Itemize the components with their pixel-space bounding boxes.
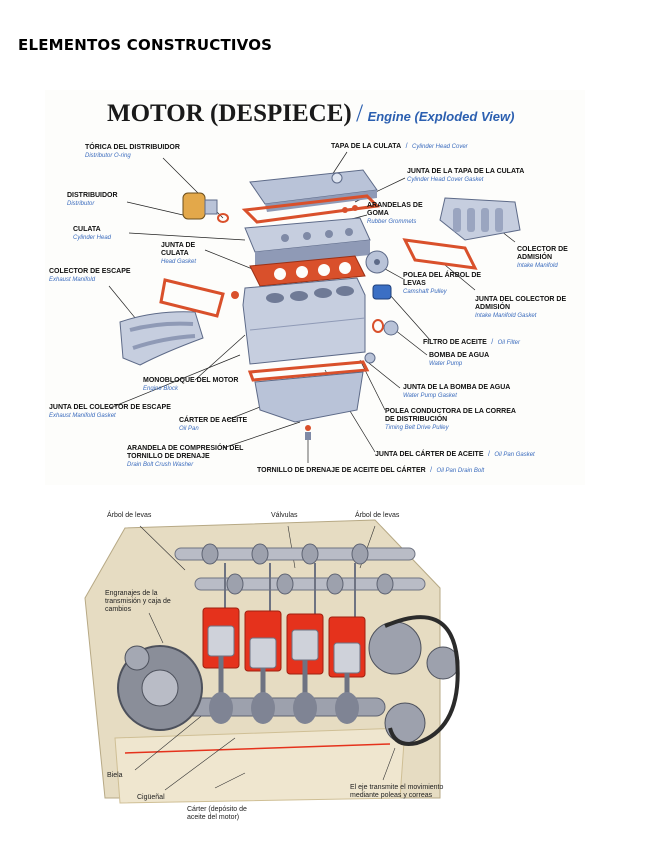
label-oil-pan: CÁRTER DE ACEITE Oil Pan — [179, 417, 248, 432]
label-distributor-oring: TÓRICA DEL DISTRIBUIDOR Distributor O-ri… — [85, 144, 180, 159]
label-intake-manifold-gasket: JUNTA DEL COLECTOR DE ADMISIÓN Intake Ma… — [475, 296, 567, 319]
title-en: Engine (Exploded View) — [367, 109, 515, 124]
label-connecting-rod: Biela — [107, 772, 123, 779]
label-head-cover-gasket: JUNTA DE LA TAPA DE LA CULATA Cylinder H… — [407, 168, 525, 183]
exploded-view-figure: MOTOR (DESPIECE) / Engine (Exploded View… — [45, 90, 585, 485]
title-es: MOTOR (DESPIECE) — [107, 100, 352, 127]
label-exhaust-manifold-gasket: JUNTA DEL COLECTOR DE ESCAPE Exhaust Man… — [49, 404, 171, 419]
label-camshaft-pulley: POLEA DEL ÁRBOL DE LEVAS Camshaft Pulley — [403, 272, 482, 295]
cutaway-engine-illustration — [84, 519, 460, 804]
page-heading: ELEMENTOS CONSTRUCTIVOS — [18, 36, 273, 54]
label-timing-belt-pulley: POLEA CONDUCTORA DE LA CORREA DE DISTRIB… — [385, 408, 516, 431]
label-intake-manifold: COLECTOR DE ADMISIÓN Intake Manifold — [517, 246, 568, 269]
label-camshaft-left: Árbol de levas — [107, 512, 152, 519]
label-cylinder-head-cover: TAPA DE LA CULATA / Cylinder Head Cover — [331, 143, 468, 150]
label-crankshaft: Cigüeñal — [137, 794, 165, 801]
exploded-view-title: MOTOR (DESPIECE) / Engine (Exploded View… — [107, 100, 514, 128]
label-crankcase: Cárter (depósito de aceite del motor) — [187, 806, 247, 821]
cutaway-figure: Árbol de levas Válvulas Árbol de levas E… — [45, 498, 485, 838]
label-oil-filter: FILTRO DE ACEITE / Oil Filter — [423, 339, 520, 346]
label-distributor: DISTRIBUIDOR Distributor — [67, 192, 118, 207]
label-water-pump-gasket: JUNTA DE LA BOMBA DE AGUA Water Pump Gas… — [403, 384, 511, 399]
label-engine-block: MONOBLOQUE DEL MOTOR Engine Block — [143, 377, 239, 392]
label-drain-bolt-washer: ARANDELA DE COMPRESIÓN DEL TORNILLO DE D… — [127, 445, 244, 468]
label-shaft-transmits: El eje transmite el movimiento mediante … — [350, 784, 444, 799]
label-camshaft-right: Árbol de levas — [355, 512, 400, 519]
label-valves: Válvulas — [271, 512, 298, 519]
label-head-gasket: JUNTA DE CULATA Head Gasket — [161, 242, 197, 265]
label-oil-pan-gasket: JUNTA DEL CÁRTER DE ACEITE / Oil Pan Gas… — [375, 451, 535, 458]
title-separator: / — [356, 100, 364, 127]
label-rubber-grommets: ARANDELAS DE GOMA Rubber Grommets — [367, 202, 423, 225]
label-water-pump: BOMBA DE AGUA Water Pump — [429, 352, 490, 367]
label-gears: Engranajes de la transmisión y caja de c… — [105, 590, 171, 613]
label-cylinder-head: CULATA Cylinder Head — [73, 226, 112, 241]
exploded-engine-illustration — [108, 151, 521, 463]
label-oil-pan-drain-bolt: TORNILLO DE DRENAJE DE ACEITE DEL CÁRTER… — [257, 467, 485, 474]
label-exhaust-manifold: COLECTOR DE ESCAPE Exhaust Manifold — [49, 268, 131, 283]
